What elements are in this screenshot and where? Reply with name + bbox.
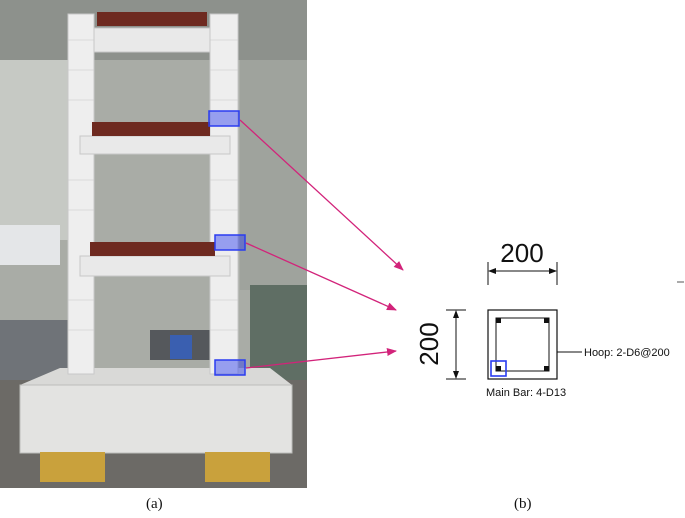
foundation-block (19, 384, 293, 454)
blue-barrel (170, 335, 192, 359)
actuator-left (40, 452, 105, 482)
brick-load-level-1 (90, 242, 215, 256)
brick-load-level-2 (92, 122, 210, 136)
panel-a-caption: (a) (146, 496, 163, 512)
column-left (67, 13, 95, 375)
column-right (209, 13, 239, 375)
wall-panel-left (0, 60, 70, 240)
panel-b-caption: (b) (514, 496, 532, 512)
beam-roof (93, 27, 211, 53)
grid-lines (68, 39, 238, 331)
highlight-box-upper (208, 110, 240, 127)
highlight-box-middle (214, 234, 246, 251)
slab-level-2 (79, 135, 231, 155)
highlight-box-lower (214, 359, 246, 376)
foundation-top (20, 368, 292, 385)
actuator-right (205, 452, 270, 482)
wall-panel-right (240, 60, 307, 290)
brick-load-roof (97, 12, 207, 26)
slab-level-1 (79, 255, 231, 277)
window-left (0, 225, 60, 265)
